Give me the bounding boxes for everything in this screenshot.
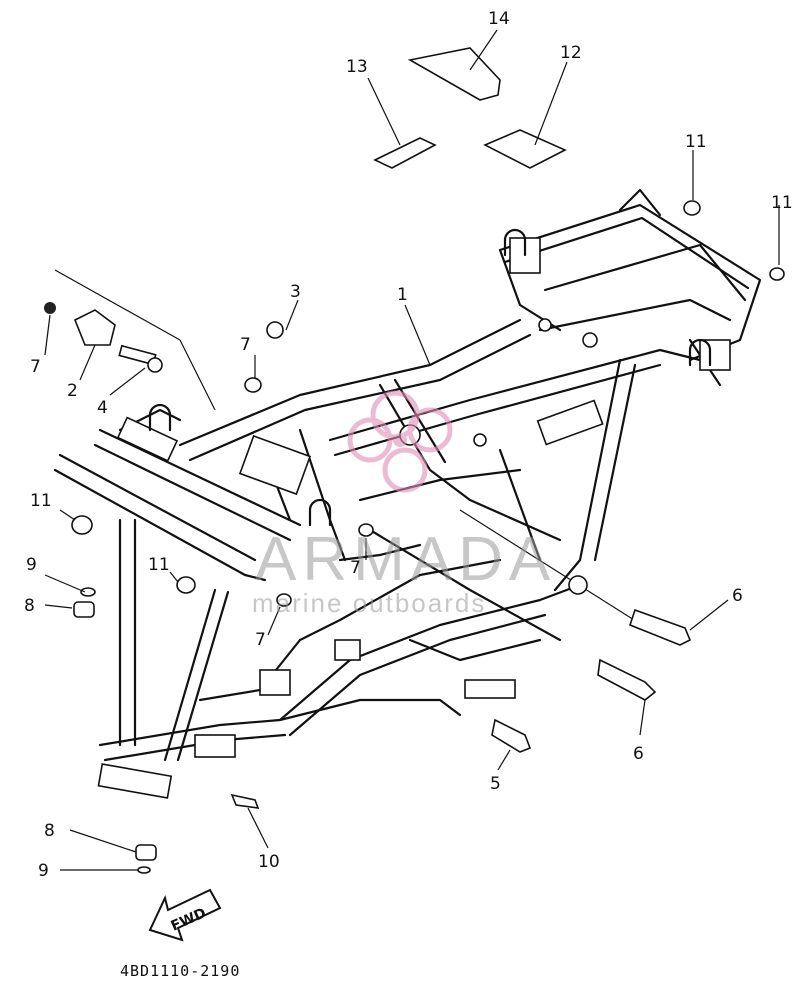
watermark-brand: ARMADA <box>255 525 556 594</box>
callout-label: 6 <box>633 744 644 764</box>
callout-label: 1 <box>397 285 408 305</box>
leader-lines <box>44 29 780 871</box>
callout-labels: 14 13 12 11 11 3 1 7 7 2 4 11 9 8 11 7 7… <box>24 9 793 881</box>
callout-label: 11 <box>685 132 707 152</box>
pad-part <box>407 47 501 101</box>
callout-label: 7 <box>350 558 361 578</box>
callout-label: 8 <box>24 596 35 616</box>
loose-parts <box>44 47 785 874</box>
callout-label: 5 <box>490 774 501 794</box>
diagram-part-code: 4BD1110-2190 <box>120 962 240 980</box>
callout-label: 11 <box>771 193 793 213</box>
watermark-logo-icon <box>347 390 453 493</box>
callout-label: 8 <box>44 821 55 841</box>
clip-part <box>373 137 437 169</box>
callout-label: 9 <box>26 555 37 575</box>
callout-label: 7 <box>255 630 266 650</box>
callout-label: 2 <box>67 381 78 401</box>
plate-part <box>483 129 567 169</box>
callout-label: 11 <box>30 491 52 511</box>
callout-label: 6 <box>732 586 743 606</box>
callout-label: 3 <box>290 282 301 302</box>
watermark-tagline: marine outboards <box>252 588 486 618</box>
callout-label: 7 <box>240 335 251 355</box>
callout-label: 7 <box>30 357 41 377</box>
watermark: ARMADA marine outboards <box>252 390 556 618</box>
callout-label: 13 <box>346 57 368 77</box>
callout-label: 12 <box>560 43 582 63</box>
callout-label: 9 <box>38 861 49 881</box>
frame-assembly <box>53 188 762 799</box>
forward-arrow-icon: FWD <box>148 888 222 942</box>
callout-label: 14 <box>488 9 510 29</box>
callout-label: 10 <box>258 852 280 872</box>
callout-label: 4 <box>97 398 108 418</box>
callout-label: 11 <box>148 555 170 575</box>
